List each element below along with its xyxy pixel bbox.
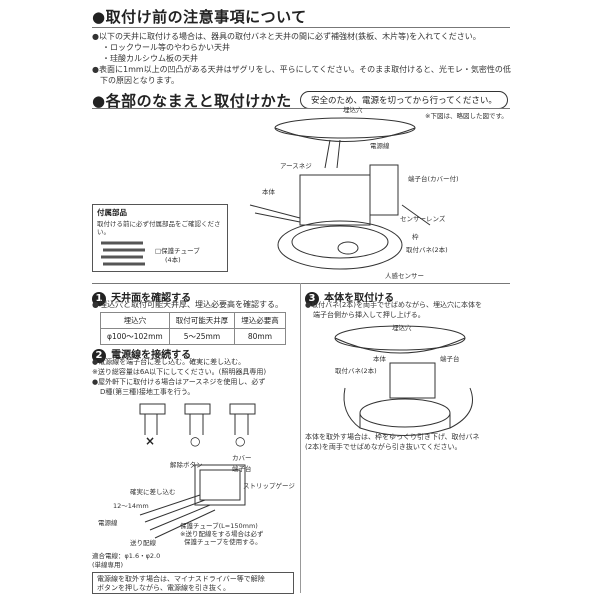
- label-send-wire: 送り配線: [130, 539, 156, 547]
- section2-title: ●各部のなまえと取付けかた: [92, 92, 292, 110]
- step2-notes: ●電源線を端子台に差し込む。確実に差し込む。 ※送り総容量は6A以下にしてくださ…: [92, 357, 297, 397]
- spec-value: φ100〜102mm: [100, 328, 170, 345]
- fixture-diagram: [249, 117, 431, 270]
- step2-number: 2: [92, 349, 106, 363]
- safety-banner: 安全のため、電源を切ってから行ってください。: [300, 91, 508, 109]
- accessory-qty: (4本): [165, 256, 181, 264]
- spec-header: 取付可能天井厚: [168, 312, 236, 329]
- label-frame: 枠: [412, 233, 419, 241]
- label-hole: 埋込穴: [343, 106, 363, 114]
- step3-number: 3: [305, 292, 319, 306]
- accessories-box: 付属部品 取付ける前に必ず付属部品をご確認ください。 □保護チューブ (4本): [92, 204, 228, 272]
- label-body-3: 本体: [373, 355, 386, 363]
- step1-header: 1 天井面を確認する: [92, 286, 191, 306]
- note-line: 端子台側から挿入して押し上げる。: [313, 311, 425, 319]
- tube-icon: [101, 241, 145, 266]
- spec-value: 5〜25mm: [168, 328, 236, 345]
- section1-title: ●取付け前の注意事項について: [92, 8, 307, 26]
- label-wire-size: 適合電線：φ1.6・φ2.0: [92, 552, 161, 560]
- label-strip-length: 12〜14mm: [113, 502, 149, 510]
- column-divider: [300, 283, 301, 593]
- bottom-note: 電源線を取外す場合は、マイナスドライバー等で解除 ボタンを押しながら、電源線を引…: [92, 572, 294, 594]
- note-line: 下の原因となります。: [100, 76, 179, 85]
- step3-title: 本体を取付ける: [324, 293, 395, 304]
- note-line: D種(第三種)接地工事を行う。: [100, 388, 195, 396]
- note-line: 本体を取外す場合は、枠をゆっくり引き下げ、取付バネ: [305, 433, 480, 441]
- note-line: ●電源線を端子台に差し込む。確実に差し込む。: [92, 358, 246, 366]
- label-power-wire-2: 電源線: [98, 519, 118, 527]
- label-terminal: 端子台(カバー付): [408, 175, 459, 183]
- label-spring-3: 取付バネ(2本): [335, 367, 377, 375]
- figure-note: ※下図は、略図した図です。: [425, 112, 508, 120]
- wiring-options-diagram: [139, 403, 256, 435]
- label-release-button: 解除ボタン: [170, 461, 203, 469]
- accessories-title: 付属部品: [97, 208, 127, 217]
- label-cover: カバー: [232, 454, 252, 462]
- label-power-wire: 電源線: [370, 142, 390, 150]
- step1-desc: ●埋込穴と取付可能天井厚、埋込必要高を確認する。: [92, 300, 283, 309]
- note-line: ●以下の天井に取付ける場合は、器具の取付バネと天井の間に必ず補強材(鉄板、木片等…: [92, 32, 481, 41]
- note-line: 電源線を取外す場合は、マイナスドライバー等で解除: [97, 575, 265, 583]
- section1-rule: [92, 27, 510, 28]
- spec-value: 80mm: [234, 328, 286, 345]
- step1-number: 1: [92, 292, 106, 306]
- note-line: ●表面に1mm以上の凹凸がある天井はザグリをし、平らにしてください。そのまま取付…: [92, 65, 511, 74]
- accessories-desc: 取付ける前に必ず付属部品をご確認ください。: [97, 220, 221, 236]
- note-line: (2本)を両手でせばめながら引き抜いてください。: [305, 443, 462, 451]
- note-line: ●屋外軒下に取付ける場合はアースネジを使用し、必ず: [92, 378, 266, 386]
- remove-note: 本体を取外す場合は、枠をゆっくり引き下げ、取付バネ (2本)を両手でせばめながら…: [305, 432, 510, 452]
- steps-rule: [92, 283, 510, 284]
- label-terminal-3: 端子台: [440, 355, 460, 363]
- install-diagram: [334, 325, 473, 436]
- terminal-diagram: [139, 464, 246, 539]
- label-earth-screw: アースネジ: [280, 162, 312, 170]
- accessory-item: □保護チューブ: [155, 247, 200, 255]
- label-human-sensor: 人感センサー: [385, 272, 424, 280]
- note-line: ・珪酸カルシウム板の天井: [102, 54, 198, 63]
- label-spring: 取付バネ(2本): [406, 246, 448, 254]
- label-insert: 確実に差し込む: [130, 488, 176, 496]
- label-sensor-lens: センサーレンズ: [400, 215, 446, 223]
- step3-header: 3 本体を取付ける: [305, 286, 394, 306]
- mark-ok: ○: [190, 434, 201, 448]
- step3-desc: ●取付バネ(2本)を両手でせばめながら、埋込穴に本体を 端子台側から挿入して押し…: [305, 300, 510, 320]
- label-body: 本体: [262, 188, 275, 196]
- note-line: ボタンを押しながら、電源線を引き抜く。: [97, 584, 230, 592]
- step2-header: 2 電源線を接続する: [92, 343, 191, 363]
- label-tube-note2: 保護チューブを使用する。: [184, 538, 262, 546]
- spec-header: 埋込必要高: [234, 312, 286, 329]
- section1-notes: ●以下の天井に取付ける場合は、器具の取付バネと天井の間に必ず補強材(鉄板、木片等…: [92, 31, 512, 86]
- step2-title: 電源線を接続する: [111, 350, 192, 361]
- note-line: ・ロックウール等のやわらかい天井: [102, 43, 230, 52]
- mark-ng: ×: [145, 434, 156, 448]
- label-terminal-block: 端子台: [232, 465, 252, 473]
- spec-header: 埋込穴: [100, 312, 170, 329]
- label-strip-gauge: ストリップゲージ: [243, 482, 295, 490]
- note-line: ●取付バネ(2本)を両手でせばめながら、埋込穴に本体を: [305, 301, 483, 309]
- label-tube-length: 保護チューブ(L=150mm): [180, 522, 258, 530]
- label-hole-3: 埋込穴: [392, 324, 412, 332]
- label-tube-note1: ※送り配線をする場合は必ず: [180, 530, 264, 538]
- step1-title: 天井面を確認する: [111, 293, 192, 304]
- spec-table: 埋込穴 取付可能天井厚 埋込必要高 φ100〜102mm 5〜25mm 80mm: [100, 312, 286, 345]
- section2-rule: [92, 108, 510, 109]
- mark-ok: ○: [235, 434, 246, 448]
- label-wire-type: (単線専用): [92, 561, 124, 569]
- note-line: ※送り総容量は6A以下にしてください。(照明器具専用): [92, 368, 267, 376]
